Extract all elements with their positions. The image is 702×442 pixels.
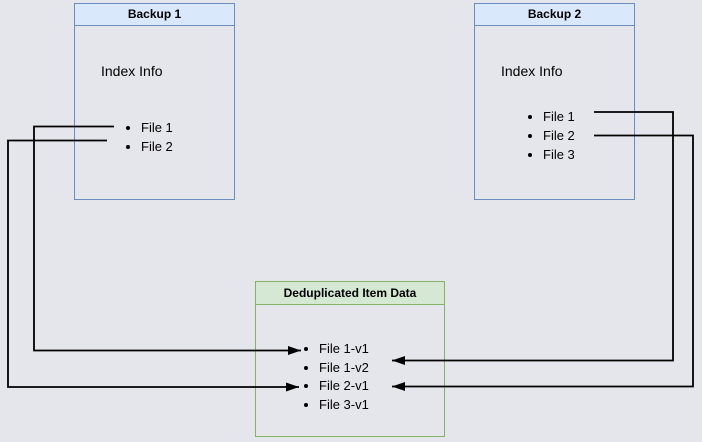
backup2-title: Backup 2	[527, 7, 582, 21]
backup2-file-item: File 3	[543, 145, 575, 164]
backup2-file-item: File 1	[543, 107, 575, 126]
backup2-box: Backup 2 Index Info File 1 File 2 File 3	[474, 3, 635, 200]
dedup-header: Deduplicated Item Data	[256, 282, 444, 305]
backup1-box: Backup 1 Index Info File 1 File 2	[74, 3, 235, 200]
dedup-item: File 3-v1	[319, 396, 369, 415]
dedup-item: File 2-v1	[319, 377, 369, 396]
backup1-file-item: File 1	[141, 118, 173, 137]
dedup-title: Deduplicated Item Data	[283, 286, 417, 300]
backup2-file-item: File 2	[543, 126, 575, 145]
dedup-item-list: File 1-v1 File 1-v2 File 2-v1 File 3-v1	[293, 340, 369, 414]
dedup-box: Deduplicated Item Data File 1-v1 File 1-…	[255, 281, 445, 437]
dedup-item: File 1-v2	[319, 359, 369, 378]
backup1-title: Backup 1	[127, 7, 182, 21]
dedup-item: File 1-v1	[319, 340, 369, 359]
backup1-index-info-label: Index Info	[101, 63, 163, 79]
backup1-file-list: File 1 File 2	[115, 118, 173, 156]
backup1-header: Backup 1	[75, 4, 234, 26]
backup2-file-list: File 1 File 2 File 3	[517, 107, 575, 164]
backup1-file-item: File 2	[141, 137, 173, 156]
backup2-header: Backup 2	[475, 4, 634, 26]
backup2-index-info-label: Index Info	[501, 63, 563, 79]
